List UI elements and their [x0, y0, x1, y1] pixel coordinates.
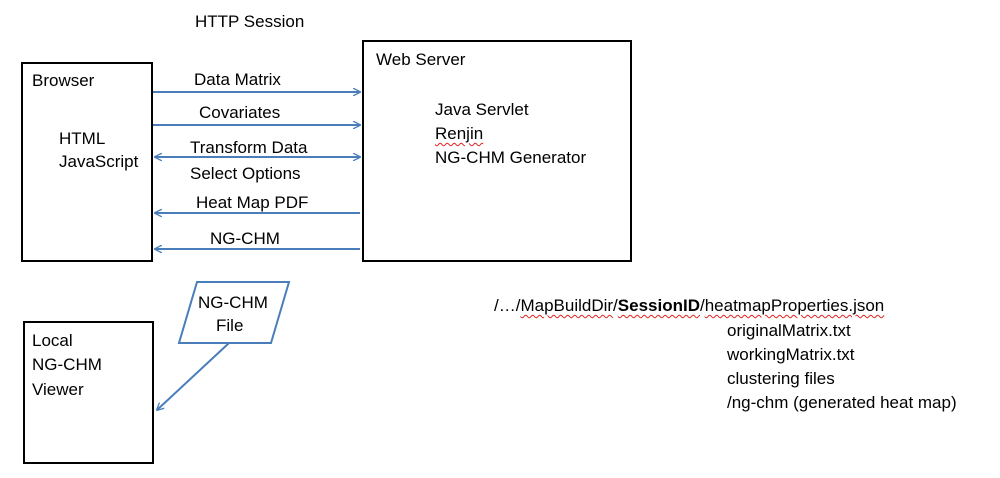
local-viewer-line2: NG-CHM: [32, 355, 102, 374]
arrow-label-transform-data: Transform Data: [190, 138, 308, 157]
local-viewer-line3: Viewer: [32, 380, 84, 399]
path-file-clustering: clustering files: [727, 369, 835, 388]
arrow-label-ng-chm: NG-CHM: [210, 229, 280, 248]
path-sep1: /: [613, 296, 618, 315]
path-dir: MapBuildDir: [520, 296, 614, 315]
web-server-box: [362, 40, 632, 262]
diagram-title: HTTP Session: [195, 12, 305, 31]
file-label-line1: NG-CHM: [198, 293, 268, 312]
path-file-ngchm-dir: /ng-chm (generated heat map): [727, 393, 957, 412]
path-file-original-matrix: originalMatrix.txt: [727, 321, 851, 340]
file-label-line2: File: [216, 316, 244, 335]
local-viewer-line1: Local: [32, 331, 73, 350]
path-prefix: /…/: [494, 296, 521, 315]
browser-tech-html: HTML: [59, 129, 106, 148]
browser-box: [21, 62, 153, 262]
path-file-working-matrix: workingMatrix.txt: [727, 345, 855, 364]
path-session: SessionID: [617, 296, 700, 315]
arrow-label-data-matrix: Data Matrix: [194, 70, 281, 89]
file-shape: [177, 281, 291, 344]
path-sep2: /: [699, 296, 705, 315]
arrow-label-covariates: Covariates: [199, 103, 281, 122]
server-component-renjin: Renjin: [435, 124, 484, 143]
web-server-label: Web Server: [376, 50, 466, 69]
arrow-file-to-viewer: [157, 342, 230, 410]
path-file: heatmapProperties.json: [704, 296, 885, 315]
arrow-label-heat-map-pdf: Heat Map PDF: [196, 193, 309, 212]
local-viewer-box: [23, 321, 154, 464]
session-path: /…/MapBuildDir/SessionID/heatmapProperti…: [494, 296, 884, 316]
server-component-java-servlet: Java Servlet: [435, 100, 529, 119]
browser-tech-javascript: JavaScript: [59, 152, 139, 171]
server-component-ngchm-generator: NG-CHM Generator: [435, 148, 587, 167]
browser-label: Browser: [32, 71, 95, 90]
arrow-label-select-options: Select Options: [190, 164, 301, 183]
